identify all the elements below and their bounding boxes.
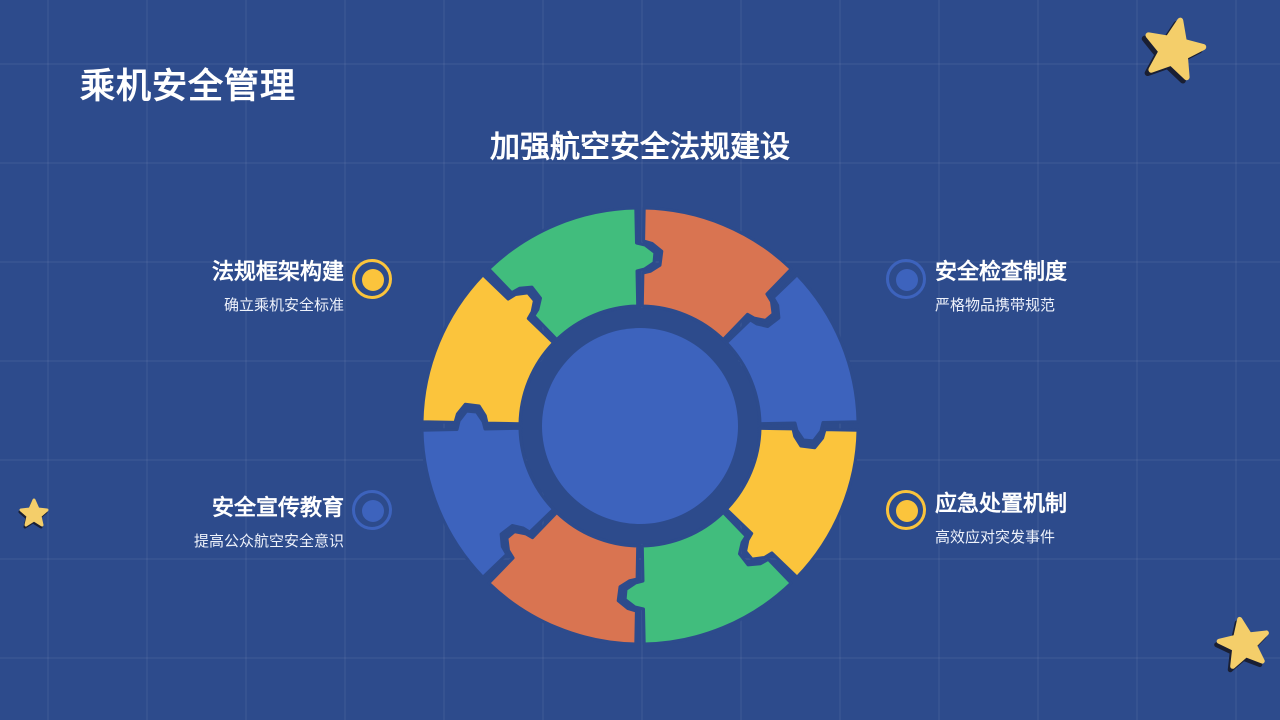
item-description: 确立乘机安全标准 [223,296,344,314]
star-icon [18,498,49,529]
page-title: 乘机安全管理 [80,67,297,107]
item-description: 严格物品携带规范 [935,296,1056,314]
ring-segment [487,206,657,341]
diagram-subtitle: 加强航空安全法规建设 [490,130,790,165]
ring-segment [640,206,793,341]
marker-dot-yellow [352,259,392,299]
item-heading: 安全检查制度 [935,260,1068,285]
item-legal-framework: 法规框架构建 确立乘机安全标准 [212,258,344,316]
item-description: 高效应对突发事件 [935,528,1056,546]
marker-dot-yellow [886,490,926,530]
item-heading: 安全宣传教育 [211,496,344,521]
item-emergency-response: 应急处置机制 高效应对突发事件 [935,490,1067,548]
ring-segment [420,273,555,426]
ring-segment [725,273,860,443]
ring-segment [623,511,793,646]
item-safety-education: 安全宣传教育 提高公众航空安全意识 [194,494,344,552]
star-icon [1141,17,1207,84]
item-heading: 法规框架构建 [211,260,344,285]
star-icon [1214,616,1269,673]
item-heading: 应急处置机制 [935,492,1068,517]
center-circle [542,328,738,524]
marker-dot-blue [886,259,926,299]
ring-segment [487,511,640,646]
item-security-check: 安全检查制度 严格物品携带规范 [935,258,1067,316]
ring-segment [420,409,555,579]
item-description: 提高公众航空安全意识 [193,532,344,550]
ring-segment [725,426,860,579]
marker-dot-blue [352,490,392,530]
